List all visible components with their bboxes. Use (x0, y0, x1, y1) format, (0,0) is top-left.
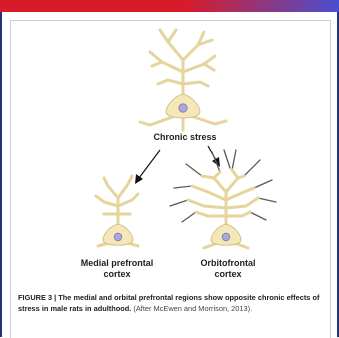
neuron-top (138, 28, 228, 132)
neuron-orbito-new-branches (169, 149, 277, 223)
caption-citation: (After McEwen and Morrison, 2013). (131, 303, 253, 313)
neuron-top-nucleus (178, 103, 188, 113)
label-orbitofrontal: Orbitofrontal cortex (183, 258, 273, 280)
label-orbito-line2: cortex (214, 269, 242, 279)
neuron-orbito-nucleus (221, 232, 231, 242)
header-bar (0, 0, 339, 12)
neuron-medial-nucleus (113, 232, 123, 242)
label-orbito-line1: Orbitofrontal (200, 258, 256, 268)
figure-panel (10, 20, 331, 338)
frame-border-right (337, 12, 339, 337)
label-chronic-stress: Chronic stress (153, 132, 217, 142)
label-medial-prefrontal: Medial prefrontal cortex (72, 258, 162, 280)
neuron-orbito (186, 168, 260, 250)
neuron-medial (94, 174, 140, 248)
label-medial-line2: cortex (103, 269, 131, 279)
frame-border-left (0, 12, 2, 337)
figure-caption: FIGURE 3 | The medial and orbital prefro… (18, 293, 324, 314)
label-medial-line1: Medial prefrontal (80, 258, 154, 268)
caption-bold: FIGURE 3 | The medial and orbital prefro… (18, 293, 320, 313)
arrow-to-medial (135, 149, 161, 184)
